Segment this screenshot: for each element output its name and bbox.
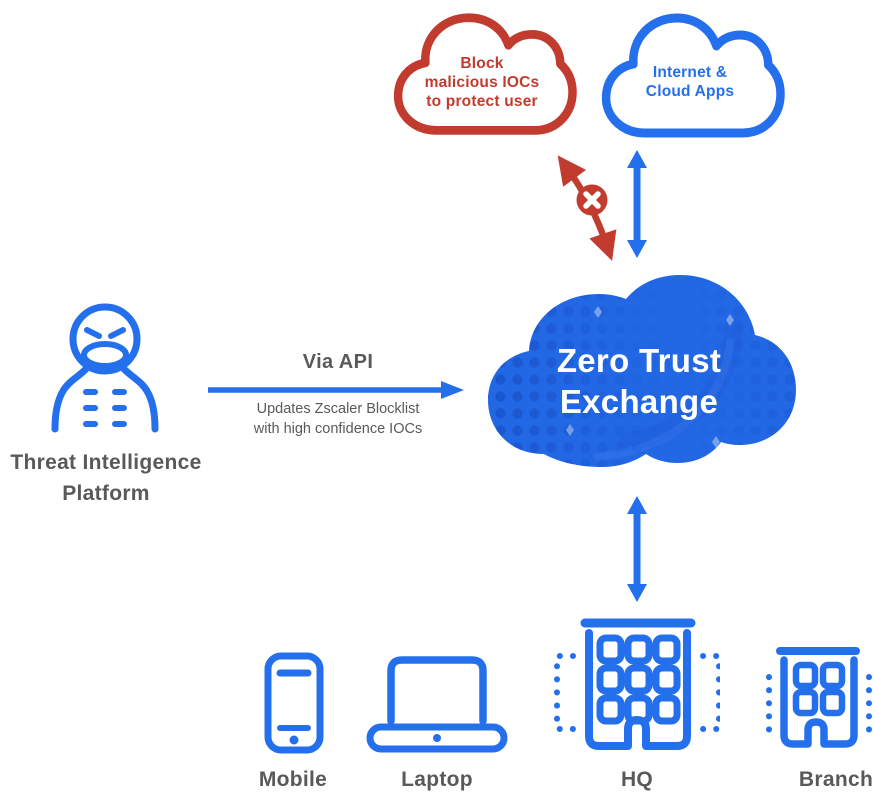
block-cloud-line2: malicious IOCs	[424, 74, 540, 91]
branch-building-icon	[766, 647, 872, 748]
exchange-cloud-line1: Zero Trust	[556, 342, 722, 379]
exchange-cloud-label: Zero Trust Exchange	[487, 340, 791, 422]
office-link-arrow-icon	[627, 496, 647, 602]
mobile-label: Mobile	[258, 768, 328, 791]
branch-label: Branch	[798, 768, 874, 791]
exchange-cloud-icon	[488, 275, 796, 467]
mobile-icon	[264, 652, 324, 754]
internet-link-arrow-icon	[627, 150, 647, 258]
x-circle-icon	[576, 184, 608, 216]
laptop-label: Laptop	[401, 768, 473, 791]
block-cloud-line1: Block	[460, 55, 504, 72]
block-cloud-icon	[393, 13, 577, 135]
threat-platform-label: Threat Intelligence Platform	[0, 447, 212, 509]
exchange-cloud-line2: Exchange	[559, 383, 719, 420]
internet-cloud-icon	[601, 13, 785, 138]
internet-cloud-line1: Internet &	[652, 64, 728, 81]
threat-platform-line1: Threat Intelligence	[10, 451, 202, 474]
via-api-title: Via API	[302, 351, 374, 373]
hq-label: HQ	[620, 768, 654, 791]
block-cloud-label: Block malicious IOCs to protect user	[397, 54, 567, 111]
blocked-arrow-icon	[557, 155, 617, 261]
via-api-arrow-icon	[208, 381, 464, 399]
hq-building-icon	[554, 618, 720, 750]
via-api-note-line2: with high confidence IOCs	[253, 421, 423, 437]
threat-platform-line2: Platform	[62, 482, 150, 505]
via-api-note: Updates Zscaler Blocklist with high conf…	[228, 399, 448, 439]
block-cloud-line3: to protect user	[426, 93, 538, 110]
internet-cloud-label: Internet & Cloud Apps	[605, 63, 775, 101]
via-api-note-line1: Updates Zscaler Blocklist	[256, 401, 420, 417]
internet-cloud-line2: Cloud Apps	[645, 83, 735, 100]
laptop-icon	[366, 656, 508, 753]
threat-actor-icon	[51, 303, 159, 433]
